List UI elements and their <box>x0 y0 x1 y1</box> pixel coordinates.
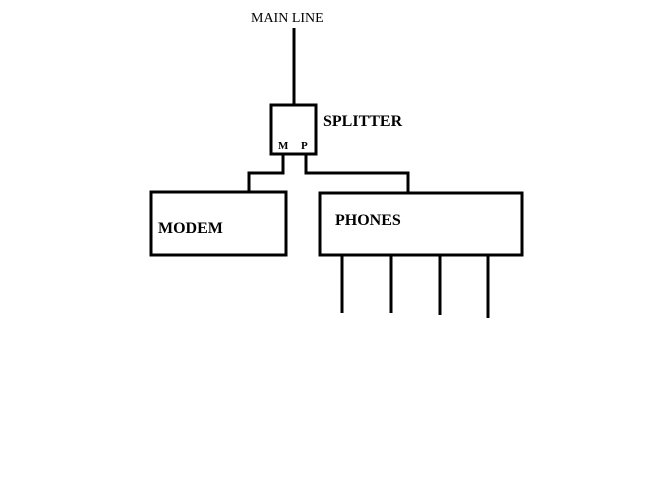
modem-box <box>149 190 288 257</box>
splitter-to-modem-wire <box>247 154 285 193</box>
phone-extension-lines <box>340 255 490 318</box>
splitter-label: SPLITTER <box>323 113 403 130</box>
phones-label: PHONES <box>335 212 401 229</box>
modem-label: MODEM <box>158 220 223 237</box>
main-line-label: MAIN LINE <box>251 11 324 26</box>
splitter-port-modem-label: M <box>278 140 289 152</box>
splitter-box <box>269 103 318 156</box>
splitter-to-phones-wire <box>304 154 410 193</box>
phones-box <box>318 191 524 257</box>
splitter-port-phone-label: P <box>301 140 308 152</box>
